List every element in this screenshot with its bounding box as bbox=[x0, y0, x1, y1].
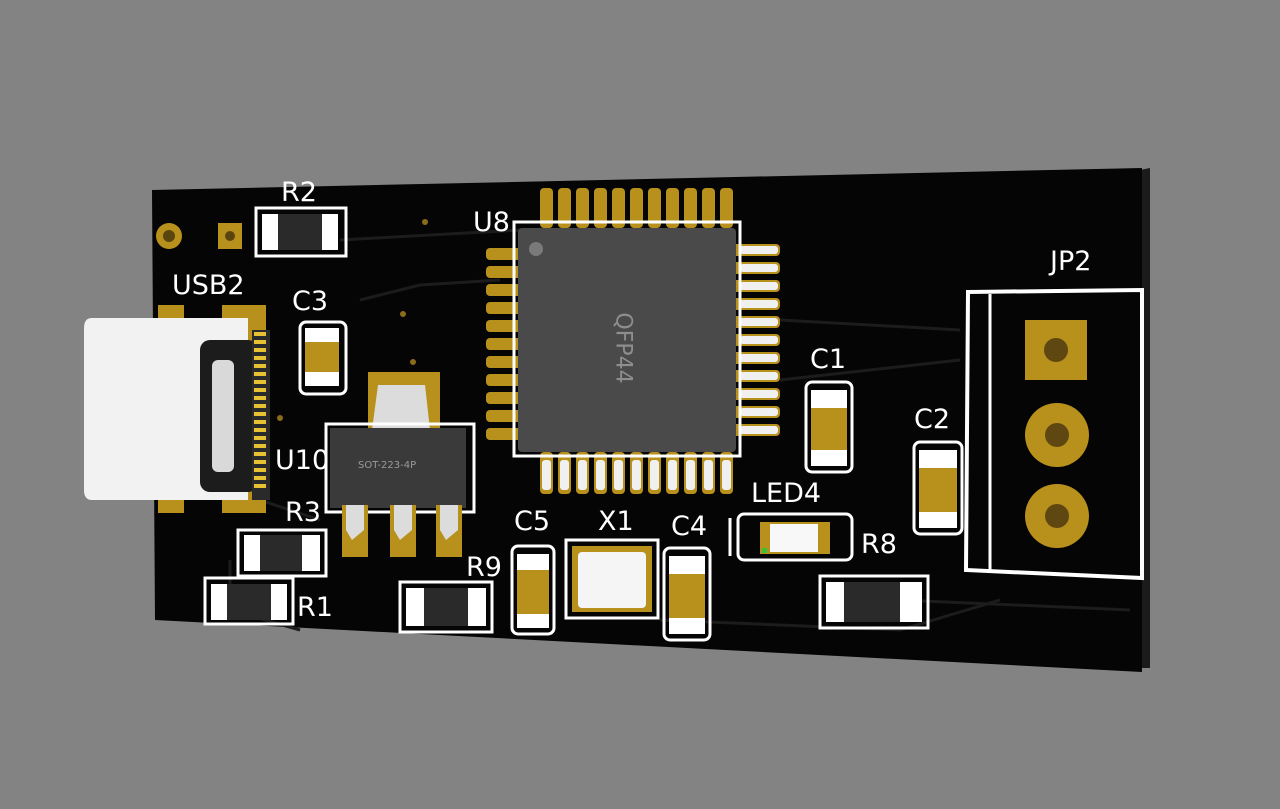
label-c3: C3 bbox=[292, 286, 329, 317]
resistor-r3 bbox=[236, 528, 328, 578]
label-c5: C5 bbox=[514, 506, 551, 537]
capacitor-c3 bbox=[298, 320, 348, 396]
regulator-u10 bbox=[324, 372, 476, 557]
resistor-r8 bbox=[818, 574, 930, 630]
label-u8: U8 bbox=[473, 207, 510, 238]
label-c1: C1 bbox=[810, 344, 847, 375]
resistor-r9 bbox=[398, 580, 494, 634]
qfp-top-pins bbox=[540, 188, 733, 228]
qfp-left-pins bbox=[486, 248, 526, 440]
usb-c-connector bbox=[84, 305, 270, 513]
label-c2: C2 bbox=[914, 404, 951, 435]
label-c4: C4 bbox=[671, 511, 708, 542]
capacitor-c4 bbox=[662, 546, 712, 642]
label-jp2: JP2 bbox=[1050, 246, 1092, 277]
u10-package-marking: SOT-223-4P bbox=[358, 460, 417, 471]
label-usb2: USB2 bbox=[172, 270, 245, 301]
capacitor-c5 bbox=[510, 544, 556, 636]
label-led4: LED4 bbox=[751, 478, 822, 509]
led-led4 bbox=[728, 512, 854, 562]
label-r2: R2 bbox=[281, 177, 317, 208]
resistor-r1 bbox=[203, 576, 295, 626]
header-jp2 bbox=[963, 287, 1144, 581]
capacitor-c1 bbox=[804, 380, 854, 474]
qfp-pin-tips bbox=[542, 246, 778, 490]
label-r1: R1 bbox=[297, 592, 333, 623]
u8-package-marking: QFP44 bbox=[610, 312, 636, 384]
label-x1: X1 bbox=[598, 506, 634, 537]
label-r8: R8 bbox=[861, 529, 897, 560]
label-u10: U10 bbox=[275, 445, 330, 476]
crystal-x1 bbox=[564, 538, 660, 620]
label-r3: R3 bbox=[285, 497, 321, 528]
resistor-r2 bbox=[254, 206, 348, 258]
capacitor-c2 bbox=[912, 440, 964, 536]
mcu-u8 bbox=[486, 188, 780, 494]
traces bbox=[228, 228, 1131, 632]
label-r9: R9 bbox=[466, 552, 502, 583]
